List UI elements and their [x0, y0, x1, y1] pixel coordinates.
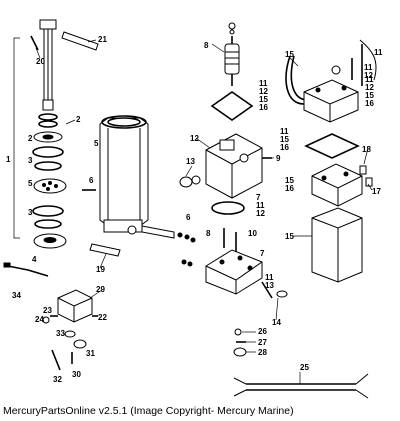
callout-20: 20	[36, 57, 45, 66]
switch-and-fasteners	[3, 262, 369, 399]
callout-6-valve: 6	[186, 213, 191, 222]
callout-line: 11	[256, 201, 265, 210]
callout-15-harness: 15	[285, 50, 294, 59]
callout-line: 12	[259, 87, 268, 96]
callout-10: 10	[248, 229, 257, 238]
callout-26: 26	[258, 327, 267, 336]
callout-28: 28	[258, 348, 267, 357]
callout-1: 1	[6, 155, 11, 164]
callout-line: 11	[280, 127, 289, 136]
callout-line: 16	[365, 99, 374, 108]
callout-5-left: 5	[28, 179, 33, 188]
callout-line: 15	[259, 95, 268, 104]
callouts: 1 2 2 3 3 4 5 5 6 6 7 8 8 9 10 11 12 13 …	[6, 35, 383, 384]
callout-3-top: 3	[28, 156, 33, 165]
callout-24: 24	[35, 315, 44, 324]
callout-27: 27	[258, 338, 267, 347]
callout-line: 15	[280, 135, 289, 144]
callout-23: 23	[43, 306, 52, 315]
callout-32: 32	[53, 375, 62, 384]
callout-line: 11	[365, 75, 374, 84]
callout-3-bottom: 3	[28, 208, 33, 217]
callout-line: 12	[364, 71, 373, 80]
callout-2-rod: 2	[76, 115, 81, 124]
callout-8-screw: 8	[206, 229, 211, 238]
callout-2-piston: 2	[28, 134, 33, 143]
callout-17: 17	[372, 187, 381, 196]
callout-25: 25	[300, 363, 309, 372]
callout-21: 21	[98, 35, 107, 44]
callout-22: 22	[98, 313, 107, 322]
callout-line: 11	[265, 273, 274, 282]
callout-line: 15	[365, 91, 374, 100]
callout-line: 13	[265, 281, 274, 290]
callout-line: 16	[285, 184, 294, 193]
callout-5-body: 5	[94, 139, 99, 148]
callout-line: 15	[285, 176, 294, 185]
callout-34: 34	[12, 291, 21, 300]
callout-31: 31	[86, 349, 95, 358]
callout-8-armature: 8	[204, 41, 209, 50]
motor-assembly	[285, 39, 377, 283]
callout-line: 11	[259, 79, 268, 88]
callout-13: 13	[186, 157, 195, 166]
callout-4: 4	[32, 255, 37, 264]
callout-9: 9	[276, 154, 281, 163]
callout-line: 12	[256, 209, 265, 218]
callout-15-can: 15	[285, 232, 294, 241]
callout-line: 11	[364, 63, 373, 72]
callout-line: 12	[365, 83, 374, 92]
callout-33: 33	[56, 329, 65, 338]
callout-30: 30	[72, 370, 81, 379]
cylinder-rod-assembly	[13, 19, 99, 249]
callout-18: 18	[362, 145, 371, 154]
image-caption: MercuryPartsOnline v2.5.1 (Image Copyrig…	[3, 405, 294, 417]
manifold-assembly	[141, 22, 288, 299]
callout-line: 7	[256, 193, 261, 202]
callout-14: 14	[272, 318, 281, 327]
callout-line: 16	[259, 103, 268, 112]
callout-19: 19	[96, 265, 105, 274]
callout-12: 12	[190, 134, 199, 143]
leader-lines	[35, 39, 373, 384]
callout-11-top: 11	[374, 48, 383, 57]
callout-line: 16	[280, 143, 289, 152]
callout-7: 7	[260, 249, 265, 258]
callout-6-pin: 6	[89, 176, 94, 185]
cylinder-body	[82, 115, 149, 257]
callout-29: 29	[96, 285, 105, 294]
